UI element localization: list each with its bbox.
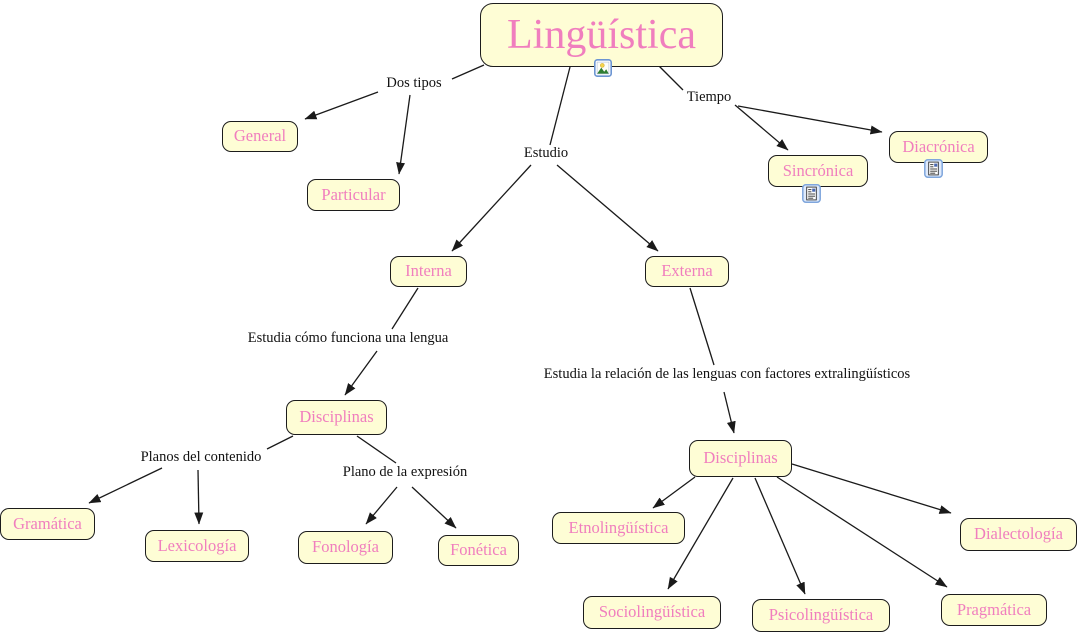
edge-disciplinas-planos <box>266 435 294 450</box>
edge-disciplinas-dialectologia <box>791 463 952 514</box>
edge-estudio-interna <box>451 164 532 252</box>
document-resource-icon[interactable] <box>802 184 821 203</box>
node-interna[interactable]: Interna <box>390 256 467 287</box>
node-gramatica[interactable]: Gramática <box>0 508 95 540</box>
node-externa[interactable]: Externa <box>645 256 729 287</box>
edge-planos-lexicologia <box>194 469 204 525</box>
edge-linguistica-estudio <box>549 66 571 146</box>
node-sincronica[interactable]: Sincrónica <box>768 155 868 187</box>
linking-phrase-estudia-relacion[interactable]: Estudia la relación de las lenguas con f… <box>543 366 911 382</box>
edge-disciplinas-pragmatica <box>776 476 948 588</box>
edge-planos-gramatica <box>88 467 163 504</box>
edge-estudio-externa <box>556 164 659 252</box>
node-psicolinguistica[interactable]: Psicolingüística <box>752 599 890 632</box>
node-etnolinguistica[interactable]: Etnolingüística <box>552 512 685 544</box>
node-sociolinguistica[interactable]: Sociolingüística <box>583 596 721 629</box>
edge-tiempo-sincronica <box>734 104 789 151</box>
edge-disciplinas-planoexpresion <box>356 435 397 464</box>
node-diacronica[interactable]: Diacrónica <box>889 131 988 163</box>
node-disciplinas-interna[interactable]: Disciplinas <box>286 400 387 435</box>
node-fonetica[interactable]: Fonética <box>438 535 519 566</box>
edge-disciplinas-psicolinguistica <box>754 477 806 595</box>
linking-phrase-estudia-como[interactable]: Estudia cómo funciona una lengua <box>247 330 449 346</box>
node-particular[interactable]: Particular <box>307 179 400 211</box>
linking-phrase-estudio[interactable]: Estudio <box>523 145 569 161</box>
linking-phrase-dos-tipos[interactable]: Dos tipos <box>386 75 442 91</box>
linking-phrase-plano-expresion[interactable]: Plano de la expresión <box>342 464 468 480</box>
edge-disciplinas-etnolinguistica <box>652 476 696 509</box>
image-resource-icon[interactable] <box>594 59 612 77</box>
edge-interna-estudiacomo <box>391 287 419 330</box>
node-linguistica[interactable]: Lingüística <box>480 3 723 67</box>
node-dialectologia[interactable]: Dialectología <box>960 518 1077 551</box>
node-general[interactable]: General <box>222 121 298 152</box>
edge-linguistica-dostipos <box>451 64 485 80</box>
edge-dostipos-particular <box>396 94 411 175</box>
linking-phrase-tiempo[interactable]: Tiempo <box>686 89 732 105</box>
edge-externa-estudiarelacion <box>689 287 715 366</box>
node-fonologia[interactable]: Fonología <box>298 531 393 564</box>
edge-estudiarelacion-disciplinas <box>723 391 736 434</box>
document-resource-icon[interactable] <box>924 159 943 178</box>
edge-estudiacomo-disciplinas <box>344 350 378 396</box>
node-lexicologia[interactable]: Lexicología <box>145 530 249 562</box>
edge-planoexpresion-fonetica <box>411 486 457 529</box>
edge-tiempo-diacronica <box>737 105 883 135</box>
linking-phrase-planos-contenido[interactable]: Planos del contenido <box>140 449 262 465</box>
node-pragmatica[interactable]: Pragmática <box>941 594 1047 626</box>
edge-planoexpresion-fonologia <box>365 486 398 525</box>
edge-linguistica-tiempo <box>655 62 684 91</box>
edge-dostipos-general <box>304 91 379 120</box>
node-disciplinas-externa[interactable]: Disciplinas <box>689 440 792 477</box>
edge-disciplinas-sociolinguistica <box>667 477 734 590</box>
